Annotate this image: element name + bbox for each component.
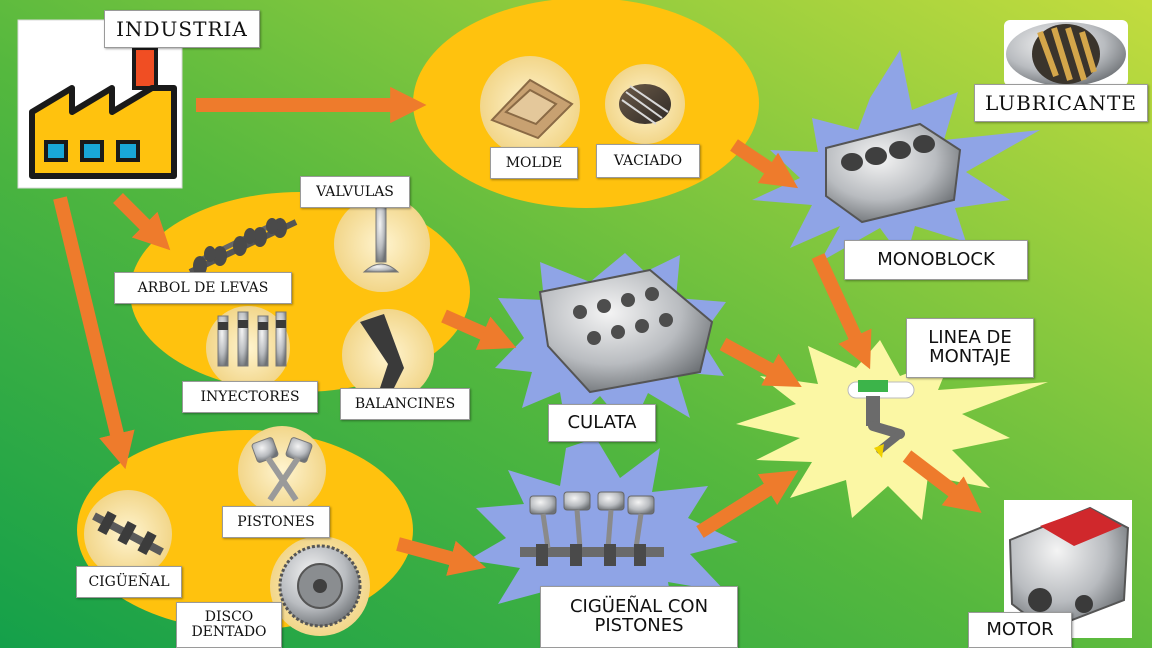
arrow-crank-parts-to-assembly [396, 537, 487, 576]
motor-label: MOTOR [968, 612, 1072, 648]
inyectores-label: INYECTORES [182, 381, 318, 413]
robot-arm-icon [847, 380, 915, 458]
arrow-monoblock-to-line [811, 253, 872, 370]
monoblock-label: MONOBLOCK [844, 240, 1028, 280]
valvulas-label: VALVULAS [300, 176, 410, 208]
arrow-industria-to-head-parts [113, 193, 171, 251]
mold-icon [480, 56, 580, 156]
crankshaft-icon [84, 490, 172, 578]
lubricante-label: LUBRICANTE [974, 84, 1148, 122]
ciguenal-con-pistones-line-1: CIGÜEÑAL CON [569, 596, 709, 618]
ciguenal-label: CIGÜEÑAL [76, 566, 182, 598]
molde-label: MOLDE [490, 147, 578, 179]
disco-dentado-label: DISCO DENTADO [176, 602, 282, 648]
arbol-de-levas-label: ARBOL DE LEVAS [114, 272, 292, 304]
camshaft-icon [188, 217, 298, 276]
arrow-crank-assembly-to-line [696, 470, 799, 538]
arrow-culata-to-line [719, 337, 802, 387]
arrow-industria-to-crank-parts [53, 196, 135, 470]
vaciado-label: VACIADO [596, 144, 700, 178]
linea-de-montaje-label: LINEA DE MONTAJE [906, 318, 1034, 378]
disco-dentado-line-2: DENTADO [191, 624, 267, 640]
ciguenal-con-pistones-label: CIGÜEÑAL CON PISTONES [540, 586, 738, 648]
engine-block-icon [825, 122, 962, 224]
arrow-line-to-motor [902, 450, 982, 513]
cylinder-head-icon [538, 268, 714, 394]
crankshaft-pistons-icon [520, 491, 664, 566]
rocker-arm-icon [342, 309, 434, 401]
arrow-casting-to-monoblock [730, 139, 799, 189]
bearing-icon [1004, 20, 1128, 86]
linea-de-montaje-line-2: MONTAJE [929, 346, 1011, 367]
industria-label: INDUSTRIA [104, 10, 260, 48]
flywheel-icon [270, 536, 370, 636]
piston-icon [238, 426, 326, 514]
linea-de-montaje-line-1: LINEA DE [928, 327, 1012, 349]
crank-pistons-starburst [468, 438, 738, 636]
ciguenal-con-pistones-line-2: PISTONES [594, 615, 684, 636]
casting-icon [605, 64, 685, 144]
balancines-label: BALANCINES [340, 388, 470, 420]
casting-process-blob [413, 0, 759, 208]
pistones-label: PISTONES [222, 506, 330, 538]
flow-arrows [53, 86, 982, 576]
disco-dentado-line-1: DISCO [204, 609, 254, 626]
arrow-head-parts-to-culata [441, 309, 517, 350]
culata-label: CULATA [548, 404, 656, 442]
valve-icon [334, 196, 430, 292]
factory-icon [17, 19, 183, 189]
injector-icon [206, 306, 290, 390]
